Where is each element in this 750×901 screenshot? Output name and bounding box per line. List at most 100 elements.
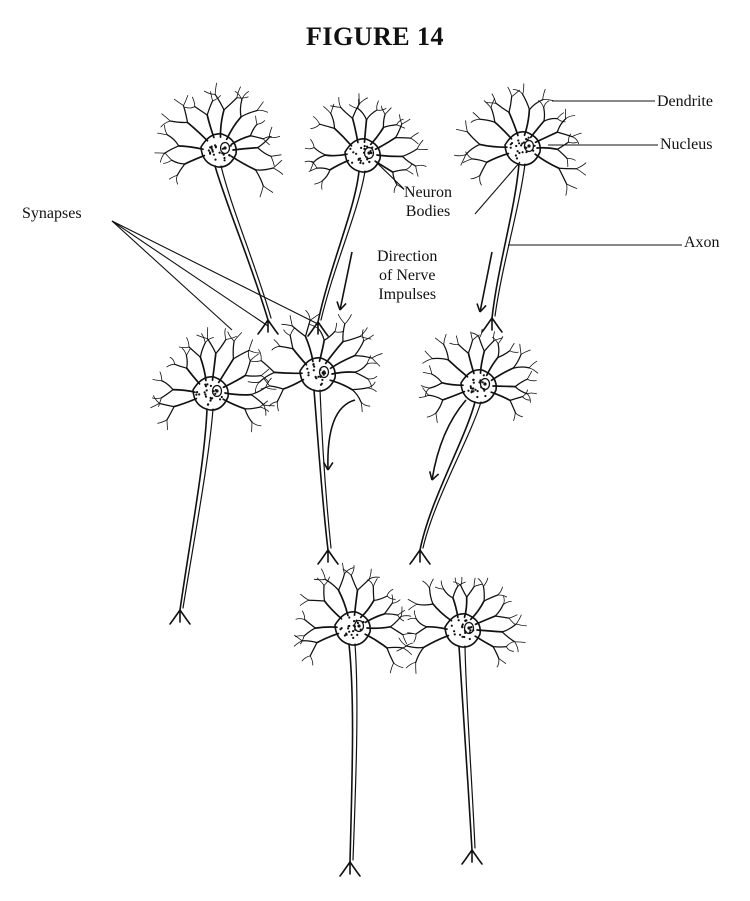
granule [370,151,373,155]
granule [317,375,320,378]
granule [461,623,464,626]
nucleus [211,384,223,398]
granule [483,389,486,392]
granule [350,633,353,636]
nucleolus [223,146,227,150]
granule [525,146,528,149]
granule [521,151,524,154]
granule [357,158,360,161]
neuron [454,83,587,333]
nucleus-label: Nucleus [660,136,713,153]
granule [218,151,221,154]
neuron [409,328,539,565]
neuron-body [334,610,372,646]
granule [343,634,346,637]
granule [196,391,199,394]
granule [348,630,351,633]
granule [470,626,473,629]
granule [209,152,212,155]
granule [518,142,521,145]
nucleolus [483,382,487,386]
granule [211,397,214,400]
arrow-head [428,471,440,481]
granule [453,630,456,633]
granule [321,378,324,381]
arrow-head [476,303,487,313]
neuron-body [444,612,482,648]
axon-terminal [461,849,483,865]
granule [347,627,350,630]
granule [348,616,351,619]
direction-arrow [431,399,467,481]
nucleus [363,146,375,160]
neuron [154,82,284,335]
granule [453,633,456,636]
granule [472,387,475,390]
direction-label-line2: of Nerve [379,267,436,284]
dendrites [418,328,539,423]
neuron [396,576,527,865]
granule [463,635,466,639]
dendrites [396,576,527,674]
nucleus [479,377,491,391]
granule [339,628,342,631]
granule [469,629,472,632]
granule [220,395,223,399]
granule [223,156,226,160]
granule [476,395,479,399]
annotation-lines [111,100,682,481]
neuron-bodies-label-line2: Bodies [405,203,451,220]
granule [203,391,206,394]
granule [204,383,207,386]
granule [450,624,453,627]
axon [464,645,476,849]
granule [476,390,479,393]
granule [351,161,354,164]
granule [204,393,207,396]
axon [458,645,473,851]
granule [459,633,462,636]
arrow-head [322,461,334,471]
granule [481,381,484,384]
dendrites [154,82,284,198]
granule [209,399,212,402]
granule [521,142,524,145]
direction-label-line3: Impulses [378,286,437,303]
leader-line [111,220,319,325]
axon [320,170,366,321]
granule [214,158,217,161]
nucleolus [467,626,471,630]
granule [219,398,222,401]
granule [319,383,323,386]
dendrites [293,562,413,674]
axon [317,170,360,323]
granule [352,636,355,640]
granule [195,393,198,396]
granule [461,635,464,638]
neuron [150,327,277,625]
granule [467,389,470,392]
granule [484,394,487,398]
neuron-network [150,82,587,877]
direction-of-nerve-impulses-label: Direction of Nerve Impulses [377,247,437,304]
nucleolus [527,144,531,148]
granule [223,159,226,162]
leader-line [111,220,233,331]
nucleus [318,365,330,379]
axon [419,401,476,551]
neuron-body [299,356,337,392]
dendrite-label: Dendrite [657,93,713,110]
neuron-body [504,130,542,166]
axon [491,163,520,319]
arrow-head [336,301,347,311]
granule [515,157,519,160]
granule [472,390,475,393]
granule [515,144,518,148]
granule [472,381,475,384]
granule [363,145,366,148]
granule [470,391,473,394]
nucleolus [215,389,219,393]
neuron-body [344,137,382,173]
nucleus [523,139,535,153]
